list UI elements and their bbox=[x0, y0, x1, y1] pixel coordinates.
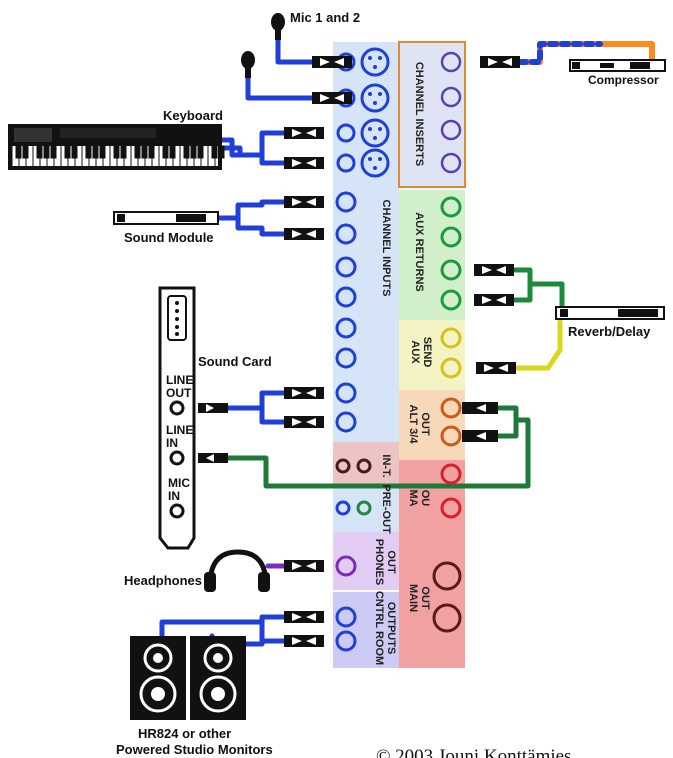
line-input-jacks bbox=[335, 191, 357, 433]
ctrl-room-jacks bbox=[335, 606, 357, 652]
sound-card-label: Sound Card bbox=[198, 354, 272, 369]
phones-out-label: PHONESOUT bbox=[373, 539, 397, 585]
channel-inserts-panel bbox=[398, 41, 466, 188]
channel-inputs-label: CHANNEL INPUTS bbox=[380, 200, 392, 297]
mic2-cable bbox=[245, 73, 323, 101]
mic-label: Mic 1 and 2 bbox=[290, 10, 360, 25]
line-in-cable bbox=[225, 417, 531, 489]
plug-connectors bbox=[198, 56, 520, 647]
main-out-label: MAINOUT bbox=[407, 584, 431, 612]
copyright-text: © 2003 Jouni Konttämies bbox=[376, 746, 571, 758]
aux-send-panel bbox=[399, 320, 465, 390]
xlr-input-jacks bbox=[336, 47, 390, 178]
sound-module-label: Sound Module bbox=[124, 230, 214, 245]
ctrl-room-label: CNTRL ROOMOUTPUTS bbox=[373, 591, 397, 665]
aux-send-cable bbox=[512, 319, 563, 371]
compressor-device bbox=[569, 59, 666, 72]
phones-jack bbox=[335, 555, 357, 577]
keyboard-label: Keyboard bbox=[163, 108, 223, 123]
keyboard-cable bbox=[219, 130, 288, 166]
mic1-cable bbox=[275, 35, 323, 65]
line-out-jack bbox=[169, 400, 185, 416]
main-out-small-label: MAOU bbox=[407, 489, 431, 506]
aux-returns-panel bbox=[399, 190, 465, 320]
microphone-icon bbox=[241, 13, 285, 78]
sound-card-device bbox=[158, 286, 196, 550]
aux-send-jacks bbox=[440, 327, 462, 379]
keyboard-device bbox=[8, 124, 225, 170]
monitors-label-2: Powered Studio Monitors bbox=[116, 742, 273, 757]
main-small-jacks bbox=[440, 463, 462, 519]
aux-returns-label: AUX RETURNS bbox=[413, 212, 425, 291]
headphones-label: Headphones bbox=[124, 573, 202, 588]
line-out-cable bbox=[225, 390, 288, 425]
alt-out-panel bbox=[399, 390, 465, 460]
sound-module-device bbox=[113, 211, 219, 225]
in-t-panel bbox=[333, 442, 399, 484]
ctrl-room-panel bbox=[333, 592, 399, 668]
aux-return-cable bbox=[509, 267, 565, 308]
in-t-jacks bbox=[335, 458, 372, 474]
pre-out-label: PRE-OUT bbox=[380, 484, 392, 534]
insert-jacks bbox=[440, 51, 462, 174]
phones-out-panel bbox=[333, 532, 399, 590]
aux-send-label: AUXSEND bbox=[409, 337, 433, 368]
studio-monitor-icon bbox=[130, 636, 246, 720]
channel-inserts-label: CHANNEL INSERTS bbox=[413, 62, 425, 166]
headphones-icon bbox=[204, 549, 270, 592]
main-out-xlr-jacks bbox=[432, 561, 462, 633]
sound-module-cable bbox=[215, 199, 288, 237]
compressor-label: Compressor bbox=[588, 73, 659, 87]
alt-out-label: ALT 3/4OUT bbox=[407, 405, 431, 445]
mic-in-jack bbox=[169, 503, 185, 519]
reverb-label: Reverb/Delay bbox=[568, 324, 651, 339]
in-t-label: IN-T. bbox=[380, 454, 392, 477]
line-in-jack bbox=[169, 450, 185, 466]
reverb-device bbox=[555, 306, 665, 320]
monitors-label-1: HR824 or other bbox=[138, 726, 231, 741]
aux-return-jacks bbox=[440, 196, 462, 311]
alt-out-jacks bbox=[440, 397, 462, 447]
pre-out-panel bbox=[333, 486, 399, 532]
pre-out-jacks bbox=[335, 500, 372, 516]
